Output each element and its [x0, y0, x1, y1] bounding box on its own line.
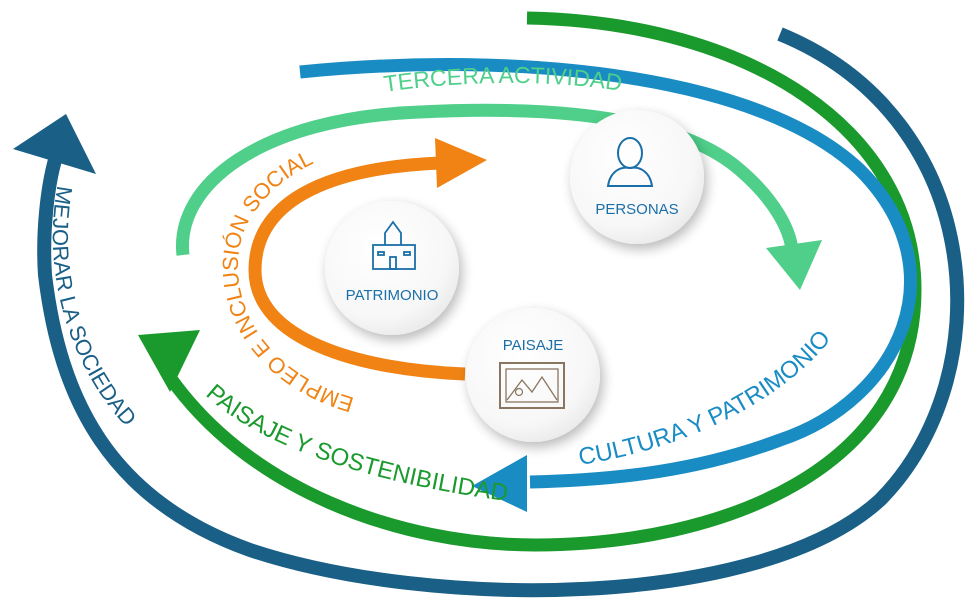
tercera-label: TERCERA ACTIVIDAD [382, 62, 624, 97]
empleo-arc [248, 156, 466, 381]
mejorar-arrowhead [13, 114, 96, 174]
person-icon [606, 137, 654, 187]
mejorar-arc [37, 27, 965, 598]
paisaje-sostenibilidad-label: PAISAJE Y SOSTENIBILIDAD [201, 379, 510, 507]
cycle-empleo-e-inclusion-social [248, 138, 487, 381]
paisaje-sostenibilidad-arrowhead [138, 330, 200, 392]
empleo-arrowhead [435, 138, 487, 188]
cycle-tercera-actividad [176, 103, 822, 290]
node-personas-label: PERSONAS [595, 201, 678, 218]
node-patrimonio [325, 201, 459, 335]
node-paisaje-label: PAISAJE [503, 337, 564, 354]
landscape-picture-icon [499, 362, 565, 409]
tercera-arc [176, 103, 799, 256]
node-patrimonio-label: PATRIMONIO [346, 287, 439, 304]
cultura-arc [299, 58, 917, 489]
cultura-label: CULTURA Y PATRIMONIO [577, 325, 837, 471]
cultura-arrowhead [472, 455, 527, 512]
tercera-arrowhead [766, 240, 822, 290]
cycle-paisaje-y-sostenibilidad [138, 11, 922, 552]
node-paisaje [466, 308, 600, 442]
node-personas [570, 110, 704, 244]
cycle-cultura-y-patrimonio [299, 58, 917, 512]
paisaje-sostenibilidad-arc [159, 11, 922, 552]
building-icon [372, 220, 416, 270]
mejorar-label: MEJORAR LA SOCIEDAD [48, 184, 142, 430]
cycle-mejorar-la-sociedad: MEJORAR LA SOCIEDAD [13, 27, 965, 598]
